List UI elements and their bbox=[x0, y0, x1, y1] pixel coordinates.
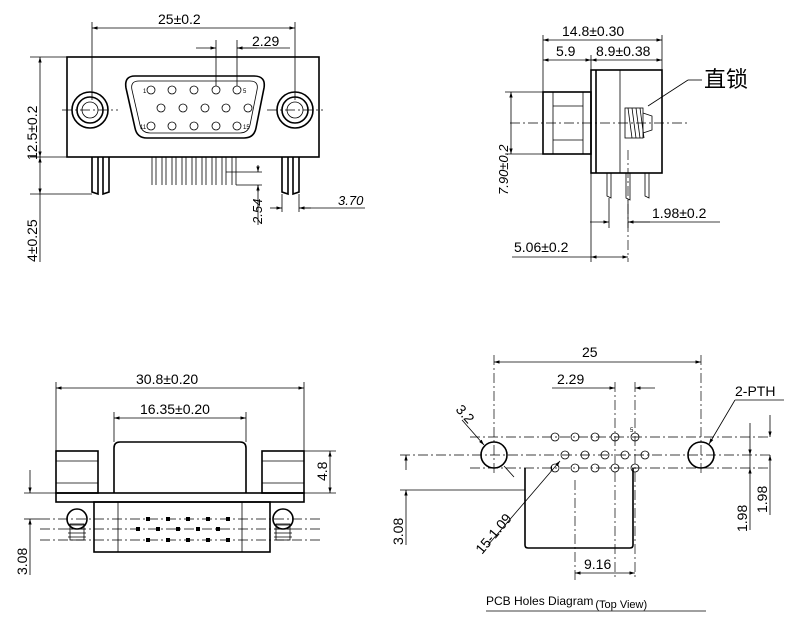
front-pin-11-label: 11 bbox=[140, 125, 147, 131]
pcb-pin-hole-label: 15-1.09 bbox=[472, 510, 515, 557]
pcb-caption-sub: (Top View) bbox=[595, 599, 647, 611]
pcb-row-dim-a: 1.98 bbox=[734, 505, 750, 532]
bottom-view: 30.8±0.20 16.35±0.20 4.8 3.08 bbox=[14, 371, 336, 575]
front-pin-5-label: 5 bbox=[243, 89, 247, 95]
front-offset-dim: 3.70 bbox=[338, 193, 364, 208]
bottom-flange bbox=[55, 492, 305, 503]
pcb-view: 1 5 25 2.29 3.2 2-PTH 15-1.09 1 bbox=[390, 344, 784, 612]
front-leg-dim: 4±0.25 bbox=[24, 219, 40, 262]
front-pin-1-label: 1 bbox=[143, 89, 147, 95]
front-width-dim: 25±0.2 bbox=[158, 11, 201, 27]
bottom-nut-dim: 4.8 bbox=[314, 461, 330, 481]
side-depth-dim: 14.8±0.30 bbox=[562, 23, 624, 39]
front-board-locks bbox=[91, 157, 300, 196]
front-row-pitch-dim: 2.54 bbox=[250, 199, 265, 225]
pcb-offset-dim: 3.08 bbox=[390, 518, 406, 545]
side-pin-row-dim: 1.98±0.2 bbox=[652, 205, 707, 221]
side-front-dim: 5.9 bbox=[556, 43, 576, 59]
bottom-right-screw bbox=[272, 508, 294, 541]
side-view: 14.8±0.30 5.9 8.9±0.38 直锁 7.90±0.2 1.98±… bbox=[496, 23, 748, 262]
bottom-left-nut bbox=[55, 450, 99, 494]
front-d-shell-inner bbox=[131, 80, 258, 134]
pcb-pitch-dim: 2.29 bbox=[557, 371, 584, 387]
bottom-shell-dim: 16.35±0.20 bbox=[140, 401, 210, 417]
pcb-pin-holes bbox=[550, 432, 650, 473]
pcb-caption: PCB Holes Diagram(Top View) bbox=[486, 594, 647, 611]
bottom-overall-dim: 30.8±0.20 bbox=[136, 371, 198, 387]
pcb-caption-main: PCB Holes Diagram bbox=[486, 594, 593, 608]
front-pin-15-label: 15 bbox=[243, 125, 250, 131]
pcb-mount-hole-dim: 3.2 bbox=[453, 401, 478, 426]
bottom-body bbox=[93, 501, 271, 553]
side-pin-offset-dim: 5.06±0.2 bbox=[514, 239, 569, 255]
front-height-dim: 12.5±0.2 bbox=[24, 105, 40, 160]
bottom-right-nut bbox=[261, 450, 305, 494]
pcb-row-dim-b: 1.98 bbox=[754, 486, 770, 513]
side-housing bbox=[590, 69, 663, 174]
bottom-pin-rows bbox=[40, 517, 320, 542]
pcb-mount-hole-label: 2-PTH bbox=[735, 383, 775, 399]
pcb-pin-5-label: 5 bbox=[630, 428, 634, 434]
front-flange bbox=[66, 56, 320, 158]
front-left-nut bbox=[62, 91, 118, 129]
side-lock-label: 直锁 bbox=[704, 68, 748, 93]
front-d-shell-outer bbox=[124, 75, 266, 139]
bottom-shell bbox=[113, 441, 247, 493]
side-rear-dim: 8.9±0.38 bbox=[596, 43, 651, 59]
side-height-dim: 7.90±0.2 bbox=[496, 144, 511, 195]
front-pcb-pins bbox=[151, 157, 237, 185]
pcb-shell-outline bbox=[524, 468, 634, 549]
bottom-pin-offset-dim: 3.08 bbox=[14, 548, 30, 575]
front-view: 1 5 11 15 25±0.2 bbox=[24, 11, 365, 262]
front-pitch-dim: 2.29 bbox=[252, 33, 279, 49]
pcb-width-dim: 25 bbox=[582, 344, 598, 360]
pcb-span-dim: 9.16 bbox=[584, 556, 611, 572]
front-pin-grid bbox=[146, 85, 253, 131]
bottom-left-screw bbox=[66, 508, 88, 541]
